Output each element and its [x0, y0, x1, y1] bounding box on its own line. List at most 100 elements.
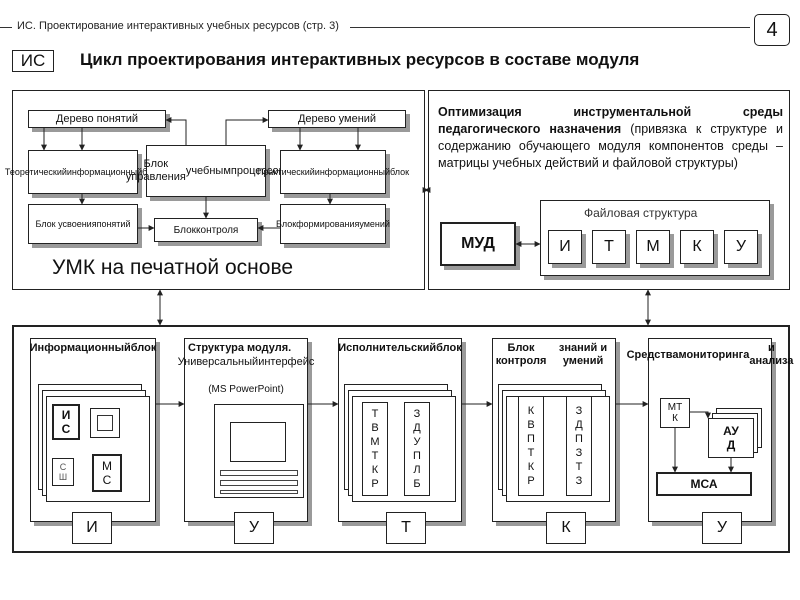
- header-subtitle: ИС. Проектирование интерактивных учебных…: [17, 20, 339, 32]
- file-letter-m-text: М: [646, 238, 660, 255]
- module-tab-u1-text: У: [248, 519, 260, 536]
- module-info-cell-ssh-text: С Ш: [58, 462, 68, 482]
- module-monitor-mtk-text: МТ К: [667, 402, 683, 424]
- optimization-text: Оптимизация инструментальной среды педаг…: [438, 104, 783, 172]
- module-structure-bar2: [220, 480, 298, 486]
- module-tab-i: И: [72, 512, 112, 544]
- module-monitor-title-line3: и анализа: [749, 342, 794, 367]
- module-tab-u2: У: [702, 512, 742, 544]
- practice-block-line3: й: [385, 167, 391, 177]
- module-structure-subtitle-line1: Универсальный: [177, 356, 259, 368]
- badge-text: ИС: [20, 51, 46, 70]
- module-monitor-title-line2: мониторинга: [678, 348, 750, 361]
- file-letter-u-text: У: [735, 238, 747, 255]
- page-title: Цикл проектирования интерактивных ресурс…: [80, 50, 640, 69]
- theory-block-line3: й: [137, 167, 143, 177]
- module-info-title: Информационный блок: [29, 342, 157, 355]
- module-info-cell-is-text: И С: [61, 408, 71, 436]
- control-block-line3: процессом: [230, 164, 287, 177]
- practice-block-line4: блок: [390, 167, 410, 177]
- skills-block-line1: Блок: [276, 219, 297, 229]
- header-rule-left: [0, 27, 12, 28]
- file-letter-i: И: [548, 230, 582, 264]
- mud-box: МУД: [440, 222, 516, 266]
- module-exec-title-line1: Исполнительский: [338, 342, 437, 354]
- header-rule-right: [350, 27, 750, 28]
- theory-block-line2: информационны: [66, 167, 138, 177]
- module-structure-screen: [230, 422, 286, 462]
- arrow-control-to-concept: [165, 117, 187, 145]
- file-letter-t: Т: [592, 230, 626, 264]
- assimilation-block-line2: понятий: [96, 219, 131, 229]
- module-control-col-left: К В П Т К Р: [518, 396, 544, 496]
- module-monitor-title: Средства мониторинга и анализа: [627, 342, 794, 368]
- module-tab-i-text: И: [86, 519, 98, 536]
- module-tab-u1: У: [234, 512, 274, 544]
- module-control-col-right: З Д П З Т З: [566, 396, 592, 496]
- file-letter-k: К: [680, 230, 714, 264]
- practice-block-line1: Практический: [256, 167, 315, 177]
- assimilation-block-line1: Блок усвоения: [35, 219, 97, 229]
- module-exec-title: Исполнительский блок: [338, 342, 462, 355]
- module-control-title-line1: Блок контроля: [495, 342, 547, 367]
- control-block-line2: учебным: [185, 164, 231, 177]
- module-structure-bar3: [220, 490, 298, 494]
- check-block-line2: контроля: [196, 224, 239, 236]
- module-structure-title: Структура модуля.: [188, 342, 292, 354]
- control-block-line1: Блок управления: [125, 158, 186, 183]
- module-control-col-left-text: К В П Т К Р: [527, 405, 535, 487]
- module-info-cell-empty-inner: [97, 415, 113, 431]
- assimilation-block: Блок усвоения понятий: [28, 204, 138, 244]
- module-info-cell-is: И С: [52, 404, 80, 440]
- file-letter-m: М: [636, 230, 670, 264]
- arrow-control-to-skill: [225, 117, 269, 145]
- skill-tree-label: Дерево умений: [297, 112, 377, 125]
- page-number: 4: [754, 14, 790, 46]
- module-monitor-msa-text: МСА: [690, 477, 718, 491]
- concept-tree: Дерево понятий: [28, 110, 166, 128]
- module-monitor-mtk: МТ К: [660, 398, 690, 428]
- concept-tree-label: Дерево понятий: [55, 112, 139, 125]
- module-monitor-msa: МСА: [656, 472, 752, 496]
- file-letter-t-text: Т: [604, 238, 614, 255]
- module-exec-title-line2: блок: [436, 342, 462, 354]
- module-exec-col-right-text: З Д У П Л Б: [413, 408, 421, 490]
- module-structure-subtitle-line2: интерфейс: [258, 356, 315, 368]
- file-letter-i-text: И: [559, 238, 571, 255]
- module-exec-col-right: З Д У П Л Б: [404, 402, 430, 496]
- badge-is: ИС: [12, 50, 54, 72]
- umk-label: УМК на печатной основе: [52, 256, 294, 279]
- file-structure-label: Файловая структура: [584, 206, 698, 220]
- module-tab-t: Т: [386, 512, 426, 544]
- practice-block: Практический информационны й блок: [257, 150, 409, 194]
- check-block-line1: Блок: [173, 224, 197, 236]
- module-exec-col-left: Т В М Т К Р: [362, 402, 388, 496]
- module-info-title-line2: блок: [130, 342, 157, 354]
- page-number-text: 4: [766, 18, 778, 41]
- arrow-mtk-to-aud: [690, 411, 711, 419]
- module-structure-subtitle: Универсальный интерфейс: [178, 356, 315, 369]
- module-monitor-aud-text: АУ Д: [723, 424, 739, 452]
- module-tab-t-text: Т: [401, 519, 411, 536]
- module-tab-k: К: [546, 512, 586, 544]
- module-control-title-line2: знаний и умений: [558, 342, 608, 367]
- module-info-cell-empty: [90, 408, 120, 438]
- skills-block: Блок формирования умений: [276, 204, 390, 244]
- optimization-text-normal: (привязка к структуре и содержанию обуча…: [438, 122, 783, 170]
- theory-block-line1: Теоретический: [4, 167, 67, 177]
- module-exec-col-left-text: Т В М Т К Р: [370, 408, 380, 490]
- module-info-cell-ms: М С: [92, 454, 122, 492]
- skills-block-line2: формирования: [296, 219, 360, 229]
- practice-block-line2: информационны: [314, 167, 385, 177]
- module-tab-k-text: К: [561, 519, 571, 536]
- skills-block-line3: умений: [359, 219, 390, 229]
- control-block: Блок управления учебным процессом: [126, 145, 286, 197]
- module-control-title: Блок контроля знаний и умений: [492, 342, 616, 368]
- module-control-col-right-text: З Д П З Т З: [575, 405, 583, 487]
- module-monitor-title-line1: Средства: [626, 348, 679, 361]
- module-tab-u2-text: У: [716, 519, 728, 536]
- module-structure-note: (MS PowerPoint): [208, 384, 284, 395]
- mud-label: МУД: [461, 235, 495, 252]
- skill-tree: Дерево умений: [268, 110, 406, 128]
- module-info-title-line1: Информационный: [29, 342, 131, 354]
